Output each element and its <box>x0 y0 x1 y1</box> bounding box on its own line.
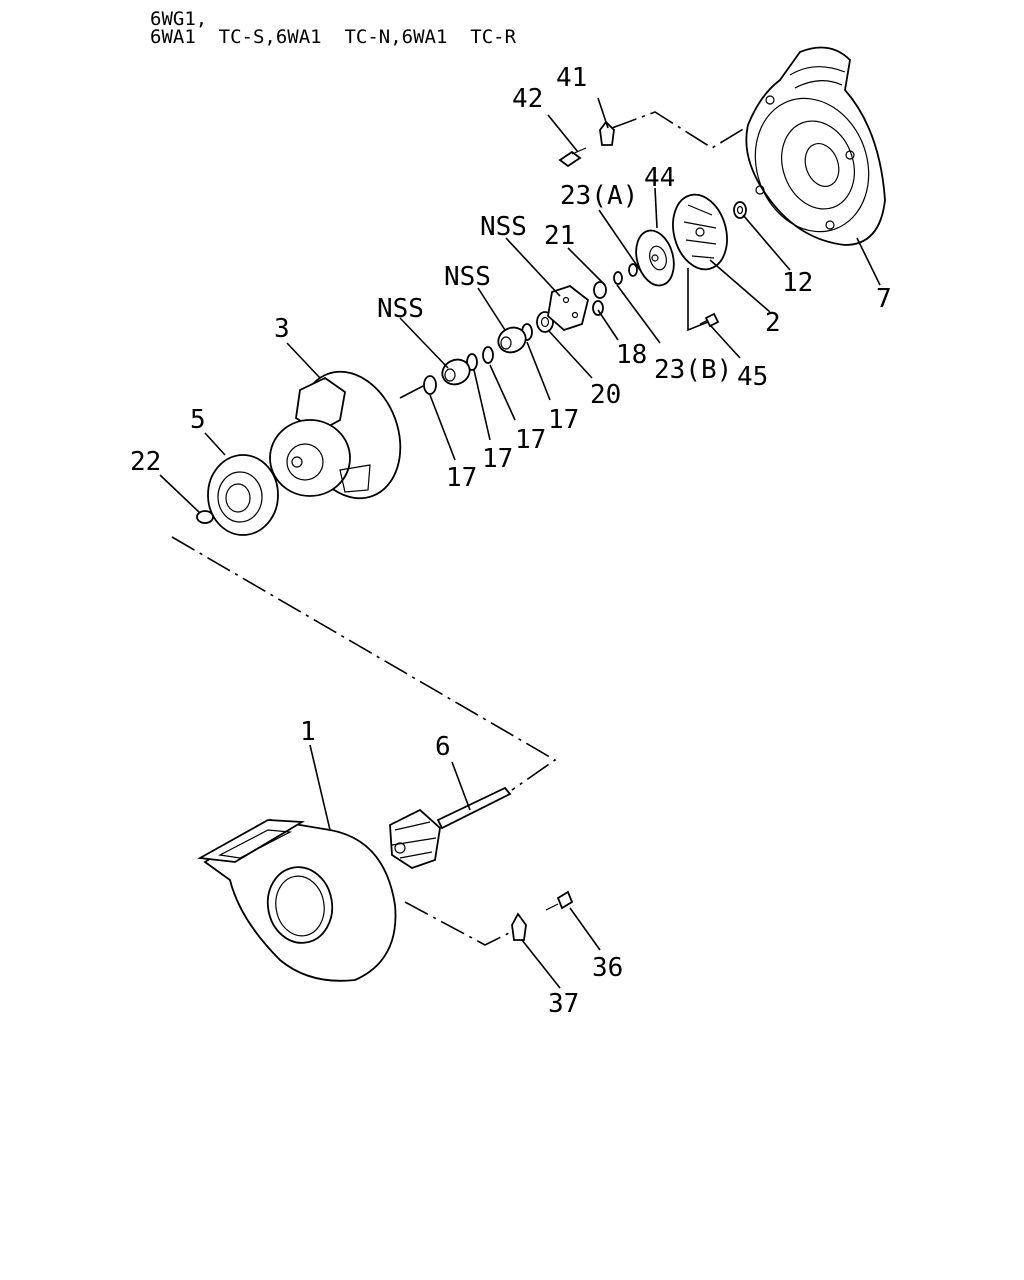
callout-nss-bottom: NSS <box>377 294 424 324</box>
nut <box>733 201 747 219</box>
assembly-axis-main <box>171 536 557 791</box>
callout-3: 3 <box>274 314 290 344</box>
seal-plate <box>635 229 675 287</box>
callout-2: 2 <box>765 308 781 338</box>
callout-7: 7 <box>876 284 892 314</box>
model-title-line-1: 6WG1, <box>150 8 208 30</box>
callout-42: 42 <box>512 84 543 114</box>
callout-6: 6 <box>435 732 451 762</box>
callout-17-c: 17 <box>515 425 546 455</box>
callout-22: 22 <box>130 447 161 477</box>
thrust-bearing <box>547 284 590 332</box>
callout-17-b: 17 <box>482 444 513 474</box>
callout-23a: 23(A) <box>560 181 638 211</box>
bolt-36 <box>545 890 574 911</box>
callout-nss-top: NSS <box>480 212 527 242</box>
compressor-housing <box>745 46 886 246</box>
callout-21: 21 <box>544 221 575 251</box>
callout-17-d: 17 <box>548 405 579 435</box>
lock-plate-37 <box>511 912 527 941</box>
assembly-axis-lower <box>404 901 516 946</box>
callout-45: 45 <box>737 362 768 392</box>
journal-bearing-upper <box>497 326 527 354</box>
callout-5: 5 <box>190 405 206 435</box>
bolt-42 <box>558 147 587 168</box>
callout-1: 1 <box>300 717 316 747</box>
compressor-wheel <box>672 193 728 271</box>
leader-lines <box>159 97 881 989</box>
back-plate <box>207 454 279 536</box>
o-ring <box>196 510 214 524</box>
callout-36: 36 <box>592 953 623 983</box>
journal-bearing-lower <box>441 358 471 386</box>
callout-37: 37 <box>548 989 579 1019</box>
assembly-axis-upper <box>611 111 746 149</box>
assembly-axis-shaft <box>399 384 426 399</box>
bearing-housing <box>269 370 402 500</box>
turbine-housing <box>197 819 397 982</box>
callout-41: 41 <box>556 63 587 93</box>
callout-20: 20 <box>590 380 621 410</box>
callout-44: 44 <box>644 163 675 193</box>
callout-17-a: 17 <box>446 463 477 493</box>
callout-23b: 23(B) <box>654 355 732 385</box>
bolt-45 <box>699 312 720 328</box>
callout-18: 18 <box>616 340 647 370</box>
callout-12: 12 <box>782 268 813 298</box>
callout-nss-mid: NSS <box>444 262 491 292</box>
turbine-wheel-shaft <box>389 786 512 869</box>
lock-plate-41 <box>599 120 615 146</box>
leader-45-bracket <box>687 268 709 332</box>
model-title-line-2: 6WA1 TC-S,6WA1 TC-N,6WA1 TC-R <box>150 26 517 48</box>
